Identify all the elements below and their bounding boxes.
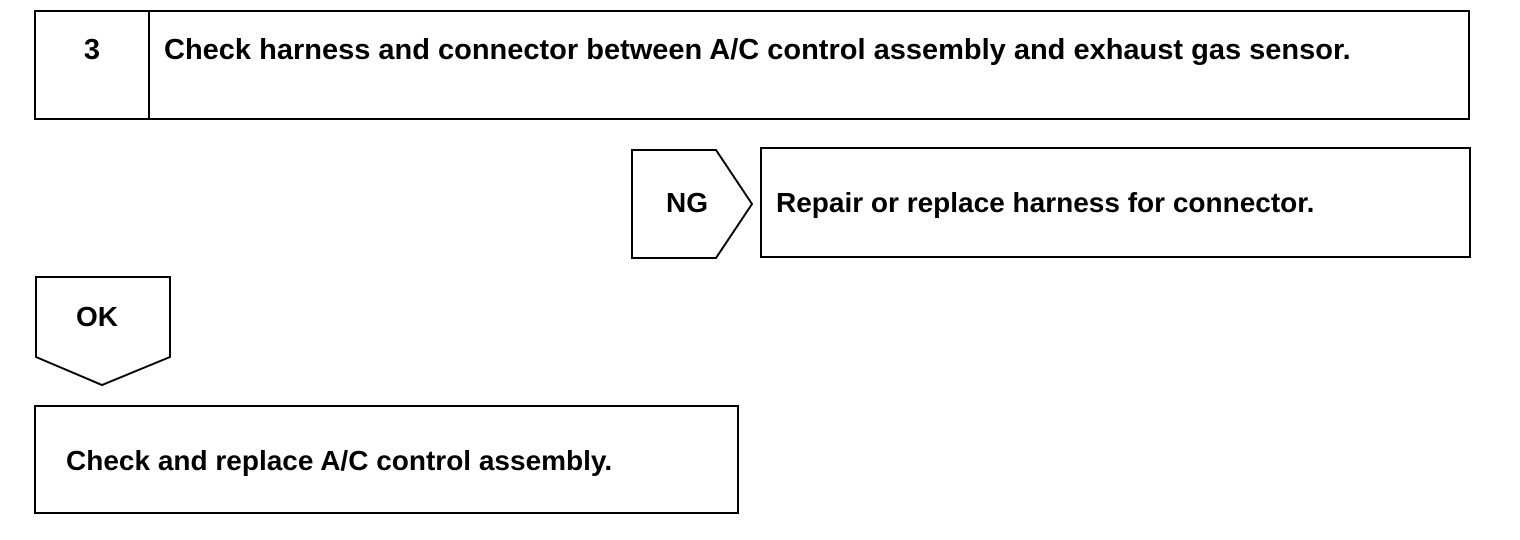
ng-label: NG xyxy=(666,187,708,218)
step-box: 3 Check harness and connector between A/… xyxy=(34,10,1470,120)
ng-result-box: Repair or replace harness for connector. xyxy=(760,147,1471,258)
ng-result-text: Repair or replace harness for connector. xyxy=(776,187,1315,218)
ok-label: OK xyxy=(76,301,118,332)
ng-arrow-shape xyxy=(631,149,754,259)
step-title: Check harness and connector between A/C … xyxy=(164,34,1351,66)
ok-result-box: Check and replace A/C control assembly. xyxy=(34,405,739,514)
ok-result-text: Check and replace A/C control assembly. xyxy=(66,445,613,476)
step-number: 3 xyxy=(36,12,150,118)
ok-arrow-shape xyxy=(35,276,171,387)
